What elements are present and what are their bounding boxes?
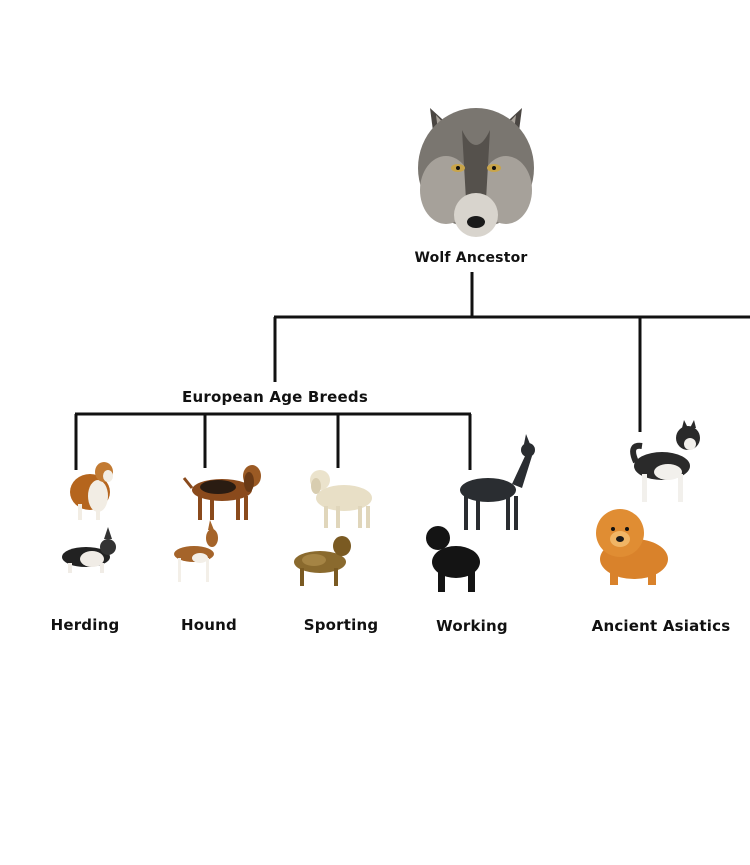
basenji-icon bbox=[174, 520, 218, 582]
hound-label: Hound bbox=[181, 616, 237, 634]
working-label: Working bbox=[436, 617, 508, 635]
herding-label: Herding bbox=[50, 616, 120, 634]
poodle-icon bbox=[426, 526, 480, 592]
bloodhound-icon bbox=[182, 465, 261, 520]
great-dane-icon bbox=[460, 434, 535, 530]
european-age-breeds-label: European Age Breeds bbox=[182, 388, 368, 406]
retriever-icon bbox=[294, 536, 351, 586]
labrador-icon bbox=[310, 470, 372, 528]
wolf-head-icon bbox=[418, 108, 534, 237]
wolf-ancestor-label: Wolf Ancestor bbox=[414, 250, 528, 266]
collie-icon bbox=[70, 462, 113, 520]
connector-lines bbox=[74, 272, 750, 470]
corgi-icon bbox=[62, 527, 116, 573]
akita-icon bbox=[630, 420, 700, 502]
chow-chow-icon bbox=[596, 509, 668, 585]
ancient-asiatics-label: Ancient Asiatics bbox=[591, 617, 731, 635]
sporting-label: Sporting bbox=[303, 616, 379, 634]
